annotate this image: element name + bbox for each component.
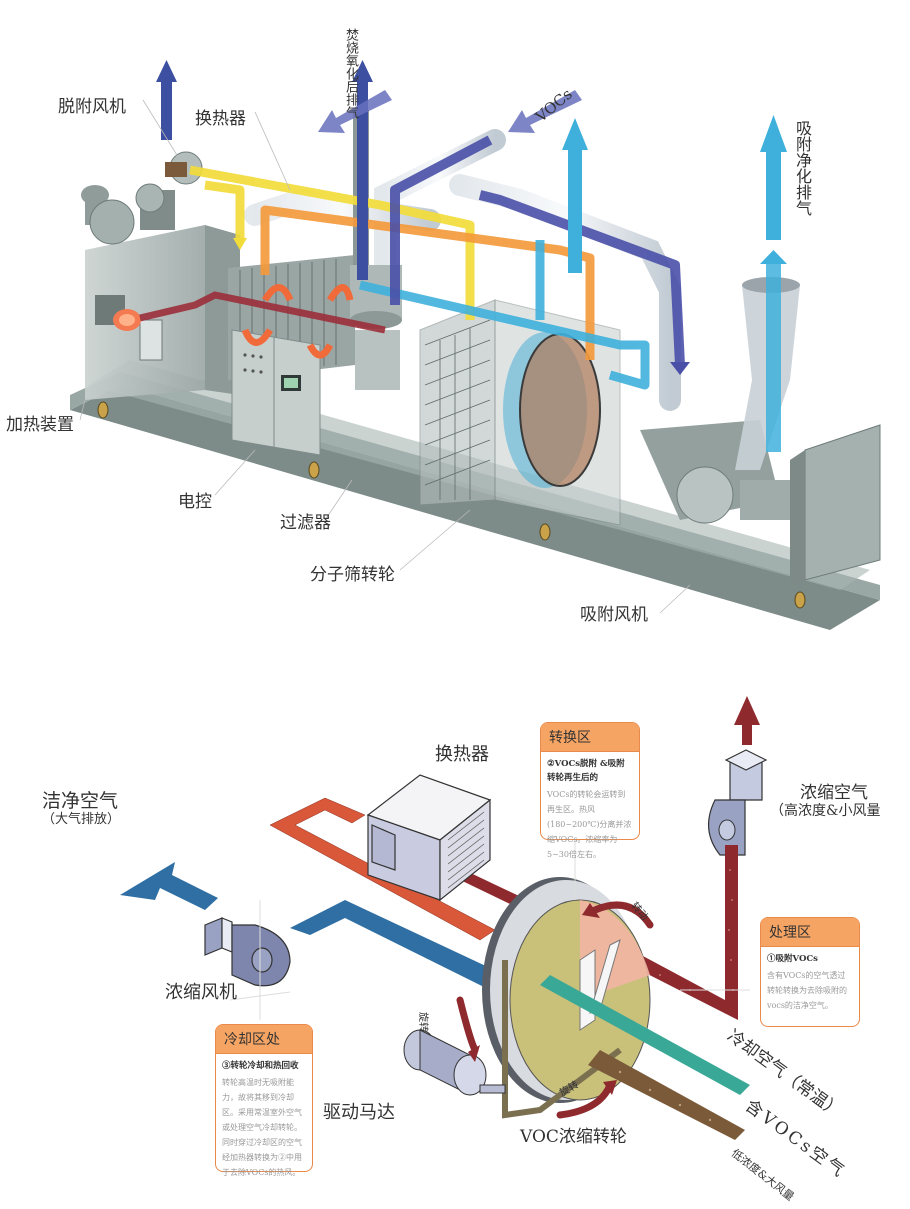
desorption-air-duct [450, 868, 580, 933]
label-clean-air-note: （大气排放） [42, 812, 121, 827]
filter-section [419, 299, 496, 506]
label-voc-rotor: VOC浓缩转轮 [520, 1127, 627, 1147]
exhaust-arrow-left [156, 60, 177, 140]
label-incineration-exhaust: 焚烧氧化后排气 [343, 28, 358, 119]
equipment-illustration [70, 60, 881, 630]
label-heat-exchanger-top: 换热器 [195, 109, 246, 129]
rotation-arrow-heads [468, 903, 617, 1095]
exhaust-diagonal-arrow [318, 90, 392, 133]
hot-air-loop [269, 797, 496, 941]
label-concentrated-air: 浓缩空气 [800, 783, 868, 803]
concentration-fan-left [204, 917, 291, 987]
label-voc-air-note: 低浓度&大风量 [728, 1146, 797, 1204]
heater-housing [85, 225, 240, 400]
drive-motor [403, 1029, 506, 1096]
label-adsorption-clean-exhaust: 吸附净化排气 [793, 120, 812, 216]
card-treatment-zone-title: 处理区 [761, 918, 859, 947]
lifting-lugs [97, 401, 806, 609]
card-conversion-zone-title: 转换区 [541, 723, 639, 752]
leader-lines-bottom [229, 838, 750, 1020]
label-molecular-sieve-wheel: 分子筛转轮 [310, 565, 395, 585]
label-concentrated-air-note: （高浓度&小风量 [770, 803, 881, 819]
vocs-inlet-arrow [508, 90, 582, 133]
desorption-fan-unit [81, 151, 203, 245]
clean-air-flow-bottom [120, 862, 505, 990]
concentrated-air-duct [620, 845, 738, 1020]
voc-flow [390, 135, 685, 366]
card-treatment-zone: 处理区 ①吸附VOCs 含有VOCs的空气透过转轮转换为去除吸附的vocs的洁净… [760, 917, 860, 1027]
recirculation-arrows [241, 284, 354, 359]
clean-exhaust-arrow-mid [562, 118, 588, 273]
label-electric-control: 电控 [178, 492, 212, 512]
label-drive-motor: 驱动马达 [323, 1102, 395, 1123]
card-treatment-zone-subtitle: ①吸附VOCs [767, 954, 818, 964]
label-desorption-fan: 脱附风机 [58, 97, 126, 117]
card-cooling-zone-body: 转轮高温时无吸附能力，故将其移到冷却区。采用常温室外空气或处理空气冷却转轮。同时… [222, 1078, 302, 1177]
card-conversion-zone-body: VOCs的转轮会运转到再生区。热风(180~200℃)分离并浓缩VOCs。浓缩率… [547, 790, 632, 859]
label-heat-exchanger-bottom: 换热器 [435, 744, 489, 765]
label-clean-air: 洁净空气 [42, 790, 119, 812]
card-conversion-zone-subtitle: ②VOCs脱附 &吸附转轮再生后的 [547, 759, 625, 783]
adsorption-fan-unit [640, 420, 881, 585]
voc-flow-arrow-down [670, 362, 690, 375]
hot-air-flow [260, 205, 595, 360]
card-treatment-zone-body: 含有VOCs的空气透过转轮转换为去除吸附的vocs的洁净空气。 [767, 971, 847, 1010]
concentration-fan-right [708, 749, 768, 856]
card-conversion-zone: 转换区 ②VOCs脱附 &吸附转轮再生后的 VOCs的转轮会运转到再生区。热风(… [540, 722, 640, 859]
card-cooling-zone: 冷却区处 ③转轮冷却和热回收 转轮高温时无吸附能力，故将其移到冷却区。采用常温室… [215, 1024, 313, 1177]
label-rotate-3: 旋转 [558, 1079, 581, 1099]
clean-exhaust-arrow-right [760, 115, 787, 452]
incineration-exhaust-arrow [352, 60, 373, 280]
label-concentration-fan: 浓缩风机 [165, 982, 237, 1003]
label-heating-device: 加热装置 [6, 415, 74, 435]
label-filter: 过滤器 [280, 513, 331, 533]
clean-air-flow [358, 240, 650, 390]
card-cooling-zone-title: 冷却区处 [216, 1025, 312, 1054]
card-cooling-zone-subtitle: ③转轮冷却和热回收 [222, 1061, 299, 1071]
heater-line [139, 291, 386, 334]
label-cooling-air: 冷却空气（常温） [723, 1026, 846, 1123]
label-rotate-1: 转动 [628, 900, 650, 923]
electric-control-cabinet [231, 329, 321, 456]
voc-rotor-wheel [482, 877, 651, 1103]
heating-element [113, 309, 141, 331]
leader-lines [79, 99, 691, 614]
label-adsorption-fan: 吸附风机 [580, 605, 648, 625]
label-rotate-2: 旋转 [417, 1012, 428, 1032]
heat-exchanger-box [366, 774, 492, 902]
rotation-arrows [456, 901, 654, 1119]
desorption-arrow-head [233, 238, 247, 250]
desorption-air-flow [189, 165, 475, 320]
concentrated-air-arrow [734, 696, 760, 745]
